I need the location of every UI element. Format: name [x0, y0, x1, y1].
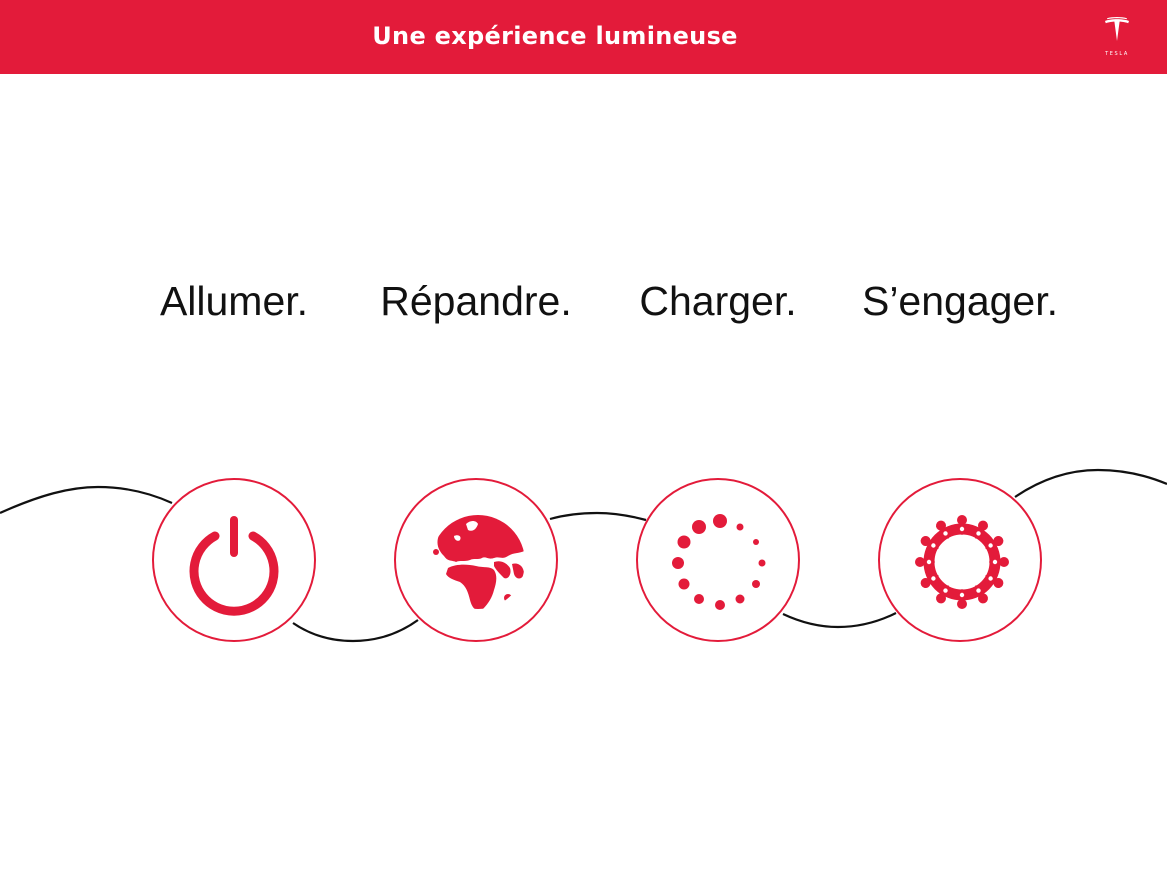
step-circle-sengager[interactable] — [878, 478, 1042, 642]
header-bar: Une expérience lumineuse TESLA — [0, 0, 1167, 74]
step-circle-allumer[interactable] — [152, 478, 316, 642]
step-label-repandre: Répandre. — [380, 278, 572, 324]
tesla-logo-icon[interactable]: TESLA — [1101, 17, 1133, 59]
step-label-charger: Charger. — [639, 278, 797, 324]
step-label-allumer: Allumer. — [159, 278, 309, 324]
logo-text: TESLA — [1105, 51, 1129, 57]
loading-dots-icon — [672, 514, 766, 610]
step-circle-charger[interactable] — [636, 478, 800, 642]
globe-icon — [431, 515, 525, 609]
step-label-sengager: S’engager. — [861, 278, 1059, 324]
step-circle-repandre[interactable] — [394, 478, 558, 642]
community-ring-icon — [915, 515, 1009, 609]
power-icon — [189, 516, 279, 616]
page-title: Une expérience lumineuse — [372, 22, 738, 50]
